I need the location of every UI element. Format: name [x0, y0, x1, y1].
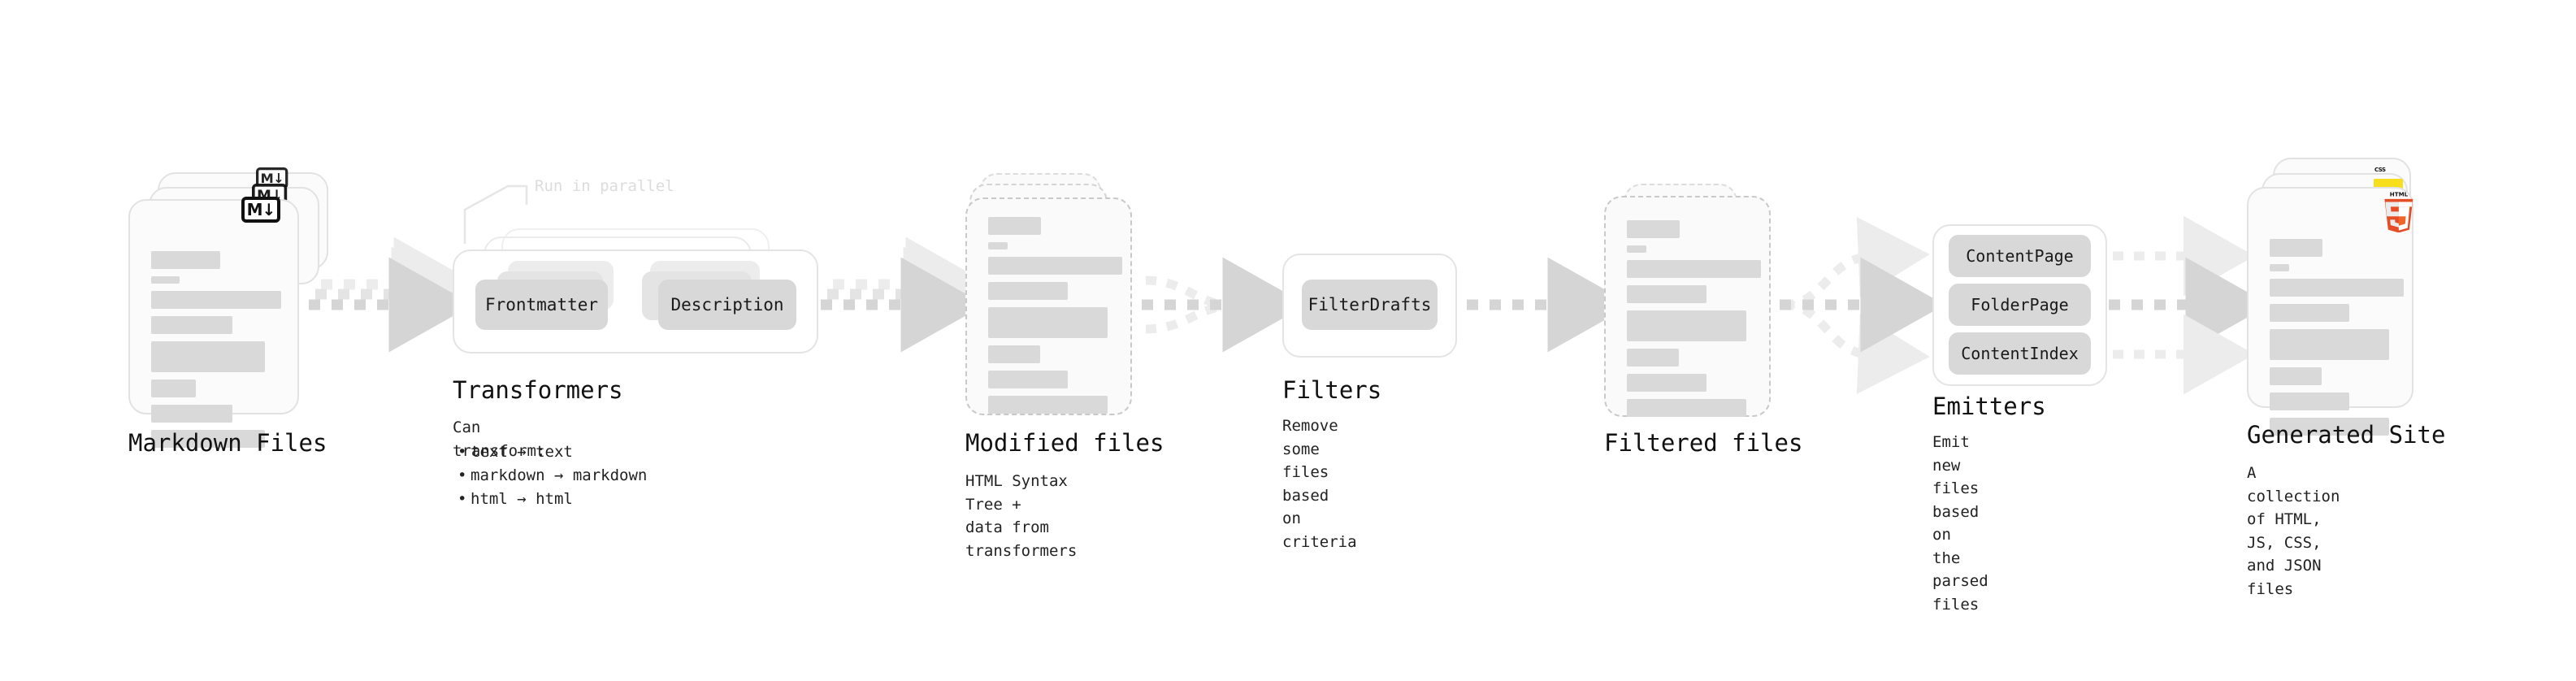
- emitter-chip-folderpage[interactable]: FolderPage: [1949, 284, 2091, 326]
- html5-logo-icon: HTML: [2381, 190, 2417, 233]
- skeleton-line: [2270, 239, 2322, 257]
- transformers-bullet-list: text → text markdown → markdown html → h…: [453, 440, 647, 511]
- skeleton-line: [1627, 260, 1761, 278]
- markdown-logo-icon: M↓: [241, 197, 280, 223]
- skeleton-line: [988, 217, 1041, 235]
- css-badge-label: CSS: [2374, 167, 2386, 173]
- skeleton-line: [2270, 418, 2389, 436]
- svg-text:HTML: HTML: [2390, 191, 2409, 198]
- skeleton-line: [1627, 285, 1706, 303]
- skeleton-line: [1627, 310, 1746, 341]
- skeleton-line: [988, 371, 1068, 388]
- skeleton-line: [988, 307, 1108, 338]
- skeleton-line: [2270, 329, 2389, 360]
- stage-title-generated-site: Generated Site: [2247, 421, 2446, 449]
- transformer-chip-frontmatter[interactable]: Frontmatter: [475, 280, 608, 330]
- emitter-chip-contentindex[interactable]: ContentIndex: [1949, 332, 2091, 375]
- stage-caption-generated-site: A collection of HTML, JS, CSS, and JSON …: [2247, 464, 2340, 598]
- skeleton-line: [151, 380, 196, 397]
- stage-title-emitters: Emitters: [1932, 393, 2046, 420]
- skeleton-line: [151, 316, 232, 334]
- site-file-card-html: [2247, 187, 2413, 436]
- skeleton-line: [2270, 279, 2404, 297]
- list-item: markdown → markdown: [458, 464, 647, 488]
- skeleton-line: [988, 345, 1040, 363]
- skeleton-line: [1627, 349, 1679, 367]
- stage-caption-filters: Remove some files based on criteria: [1282, 417, 1357, 551]
- skeleton-line: [151, 291, 281, 309]
- skeleton-line: [151, 405, 232, 423]
- filter-chip-filterdrafts[interactable]: FilterDrafts: [1302, 280, 1438, 330]
- skeleton-line: [1627, 399, 1746, 417]
- skeleton-line: [988, 242, 1008, 249]
- stage-caption-modified-files: HTML Syntax Tree + data from transformer…: [965, 472, 1078, 560]
- list-item: html → html: [458, 488, 647, 511]
- skeleton-line: [2270, 367, 2322, 385]
- skeleton-line: [988, 257, 1122, 275]
- skeleton-line: [2270, 264, 2289, 271]
- site-skeleton: [2270, 239, 2404, 436]
- stage-caption-emitters: Emit new files based on the parsed files: [1932, 433, 1988, 614]
- markdown-file-card-front: [128, 199, 299, 448]
- modified-skeleton: [988, 217, 1122, 414]
- markdown-skeleton: [151, 251, 281, 448]
- skeleton-line: [2270, 393, 2349, 410]
- connector-transformers-to-modified: [821, 236, 991, 353]
- transformer-chip-description[interactable]: Description: [658, 280, 796, 330]
- list-item: text → text: [458, 440, 647, 464]
- skeleton-line: [151, 341, 265, 372]
- emitter-chip-contentpage[interactable]: ContentPage: [1949, 235, 2091, 277]
- skeleton-line: [1627, 245, 1646, 253]
- skeleton-line: [988, 396, 1108, 414]
- skeleton-line: [151, 276, 180, 284]
- stage-title-markdown-files: Markdown Files: [128, 429, 327, 457]
- skeleton-line: [1627, 374, 1706, 392]
- stage-title-modified-files: Modified files: [965, 429, 1164, 457]
- connector-md-to-transformers: [309, 236, 479, 353]
- stage-title-transformers: Transformers: [453, 376, 623, 404]
- stage-title-filtered-files: Filtered files: [1604, 429, 1803, 457]
- filtered-file-card-front: [1604, 196, 1771, 417]
- run-in-parallel-label: Run in parallel: [535, 177, 674, 195]
- connector-modified-to-filters: [1142, 257, 1308, 353]
- skeleton-line: [988, 282, 1068, 300]
- stage-title-filters: Filters: [1282, 376, 1382, 404]
- connector-filtered-to-emitters: [1780, 217, 1945, 394]
- modified-file-card-front: [965, 197, 1132, 415]
- filtered-skeleton: [1627, 220, 1761, 417]
- skeleton-line: [151, 430, 265, 448]
- connector-emitters-to-site: [2109, 215, 2270, 395]
- skeleton-line: [151, 251, 220, 269]
- skeleton-line: [2270, 304, 2349, 322]
- skeleton-line: [1627, 220, 1680, 238]
